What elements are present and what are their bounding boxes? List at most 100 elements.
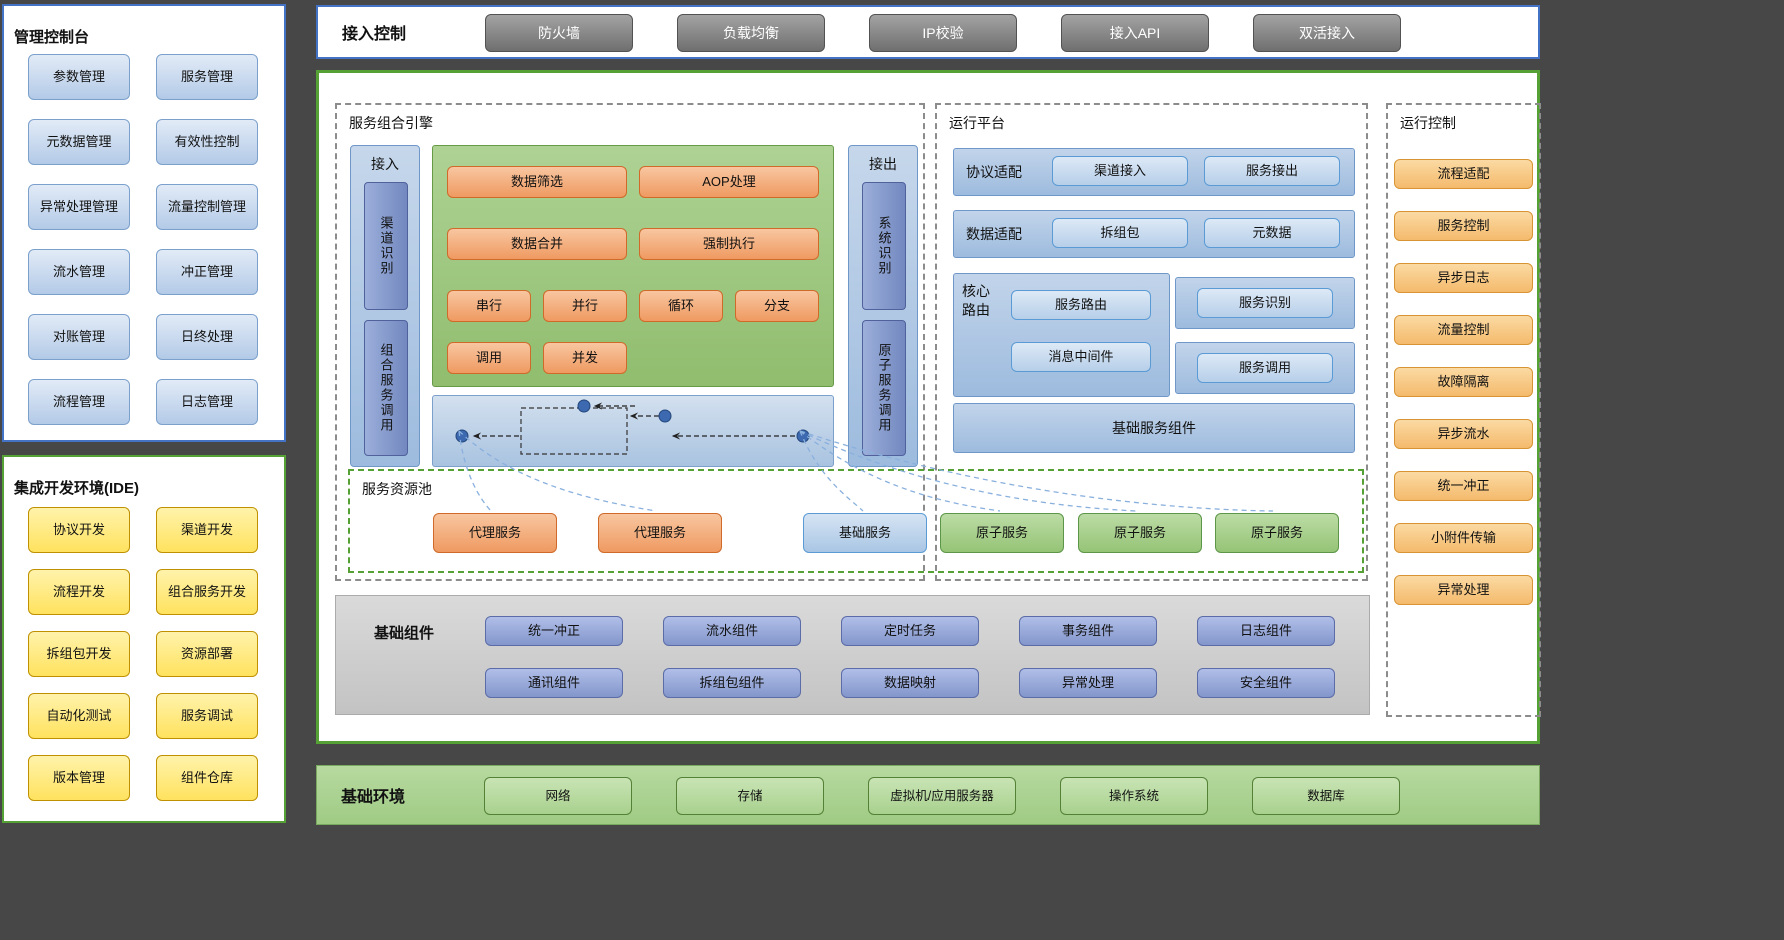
- runtime-control-item: 异步日志: [1394, 263, 1533, 293]
- ide-left-column: 协议开发流程开发拆组包开发自动化测试版本管理: [28, 507, 130, 801]
- ops-item: 调用: [447, 342, 531, 374]
- data-adapter-group: 数据适配 拆组包元数据: [953, 210, 1355, 258]
- ide-item: 资源部署: [156, 631, 258, 677]
- service-id-call-group: 服务识别 服务调用: [1175, 277, 1355, 394]
- outlet-item: 系统识别: [862, 182, 906, 310]
- ide-item: 协议开发: [28, 507, 130, 553]
- platform-item: 服务路由: [1011, 290, 1151, 320]
- environment-item: 操作系统: [1060, 777, 1208, 815]
- environment-item: 虚拟机/应用服务器: [868, 777, 1016, 815]
- runtime-control-item: 服务控制: [1394, 211, 1533, 241]
- ide-item: 拆组包开发: [28, 631, 130, 677]
- component-item: 拆组包组件: [663, 668, 801, 698]
- runtime-control-item: 故障隔离: [1394, 367, 1533, 397]
- platform-side-box: 服务识别: [1175, 277, 1355, 329]
- management-console-title: 管理控制台: [14, 29, 90, 47]
- pool-service: 原子服务: [1078, 513, 1202, 553]
- ops-item: 串行: [447, 290, 531, 322]
- pool-service: 原子服务: [940, 513, 1064, 553]
- engine-title: 服务组合引擎: [349, 115, 433, 131]
- ide-right-column: 渠道开发组合服务开发资源部署服务调试组件仓库: [156, 507, 258, 801]
- management-console-item: 日终处理: [156, 314, 258, 360]
- access-control-title: 接入控制: [342, 26, 407, 43]
- management-console-item: 元数据管理: [28, 119, 130, 165]
- runtime-control-item: 流程适配: [1394, 159, 1533, 189]
- runtime-control-section: 运行控制 流程适配服务控制异步日志流量控制故障隔离异步流水统一冲正小附件传输异常…: [1386, 103, 1541, 717]
- runtime-control-item: 统一冲正: [1394, 471, 1533, 501]
- ops-item: 数据合并: [447, 228, 627, 260]
- ops-item: 并行: [543, 290, 627, 322]
- data-adapter-items: 拆组包元数据: [1052, 218, 1340, 248]
- ops-row-3: 串行并行循环分支: [447, 290, 819, 322]
- inlet-column: 接入 渠道识别组合服务调用: [350, 145, 420, 467]
- access-control-item: 双活接入: [1253, 14, 1401, 52]
- inlet-items: 渠道识别组合服务调用: [351, 146, 419, 466]
- platform-item: 服务调用: [1197, 353, 1333, 383]
- platform-item: 消息中间件: [1011, 342, 1151, 372]
- basic-components-row-1: 统一冲正流水组件定时任务事务组件日志组件: [485, 616, 1335, 646]
- platform-item: 服务识别: [1197, 288, 1333, 318]
- management-console-item: 参数管理: [28, 54, 130, 100]
- ops-item: 数据筛选: [447, 166, 627, 198]
- flow-diagram: [432, 395, 834, 467]
- basic-environment-items: 网络存储虚拟机/应用服务器操作系统数据库: [484, 777, 1400, 815]
- ops-item: 分支: [735, 290, 819, 322]
- environment-item: 网络: [484, 777, 632, 815]
- ops-item: 强制执行: [639, 228, 819, 260]
- core-routing-label: 核心路由: [962, 283, 990, 318]
- flow-diagram-graphic: [455, 399, 810, 455]
- pool-service: 基础服务: [803, 513, 927, 553]
- management-console-item: 对账管理: [28, 314, 130, 360]
- runtime-platform-title: 运行平台: [949, 115, 1005, 131]
- pool-service: 代理服务: [598, 513, 722, 553]
- basic-components-section: 基础组件 统一冲正流水组件定时任务事务组件日志组件 通讯组件拆组包组件数据映射异…: [335, 595, 1370, 715]
- core-routing-items: 服务路由消息中间件: [1011, 290, 1151, 372]
- outlet-column: 接出 系统识别原子服务调用: [848, 145, 918, 467]
- protocol-adapter-items: 渠道接入服务接出: [1052, 156, 1340, 186]
- ide-item: 组件仓库: [156, 755, 258, 801]
- management-console-item: 流量控制管理: [156, 184, 258, 230]
- runtime-control-item: 异常处理: [1394, 575, 1533, 605]
- outlet-item: 原子服务调用: [862, 320, 906, 456]
- basic-components-row-2: 通讯组件拆组包组件数据映射异常处理安全组件: [485, 668, 1335, 698]
- service-resource-pool-items: 代理服务代理服务基础服务原子服务原子服务原子服务: [350, 471, 1362, 571]
- basic-components-title: 基础组件: [374, 625, 435, 642]
- component-item: 数据映射: [841, 668, 979, 698]
- basic-environment-title: 基础环境: [341, 789, 406, 806]
- management-console-item: 异常处理管理: [28, 184, 130, 230]
- component-item: 事务组件: [1019, 616, 1157, 646]
- ide-item: 流程开发: [28, 569, 130, 615]
- component-item: 流水组件: [663, 616, 801, 646]
- platform-item: 元数据: [1204, 218, 1340, 248]
- platform-item: 拆组包: [1052, 218, 1188, 248]
- access-control-item: 防火墙: [485, 14, 633, 52]
- pool-service: 原子服务: [1215, 513, 1339, 553]
- protocol-adapter-label: 协议适配: [966, 164, 1022, 180]
- management-console-item: 流程管理: [28, 379, 130, 425]
- ide-item: 版本管理: [28, 755, 130, 801]
- inlet-item: 渠道识别: [364, 182, 408, 310]
- platform-item: 渠道接入: [1052, 156, 1188, 186]
- runtime-platform-section: 运行平台 协议适配 渠道接入服务接出 数据适配 拆组包元数据 核心路由 服务路由…: [935, 103, 1368, 581]
- component-item: 安全组件: [1197, 668, 1335, 698]
- management-console-item: 日志管理: [156, 379, 258, 425]
- pool-service: 代理服务: [433, 513, 557, 553]
- management-console-right-column: 服务管理有效性控制流量控制管理冲正管理日终处理日志管理: [156, 54, 258, 425]
- access-control-item: 负载均衡: [677, 14, 825, 52]
- data-adapter-label: 数据适配: [966, 226, 1022, 242]
- outlet-items: 系统识别原子服务调用: [849, 146, 917, 466]
- basic-service-components-bar: 基础服务组件: [953, 403, 1355, 453]
- component-item: 通讯组件: [485, 668, 623, 698]
- component-item: 统一冲正: [485, 616, 623, 646]
- management-console-item: 冲正管理: [156, 249, 258, 295]
- ide-item: 自动化测试: [28, 693, 130, 739]
- environment-item: 存储: [676, 777, 824, 815]
- ide-title: 集成开发环境(IDE): [14, 480, 139, 498]
- ide-item: 渠道开发: [156, 507, 258, 553]
- runtime-control-title: 运行控制: [1400, 115, 1456, 131]
